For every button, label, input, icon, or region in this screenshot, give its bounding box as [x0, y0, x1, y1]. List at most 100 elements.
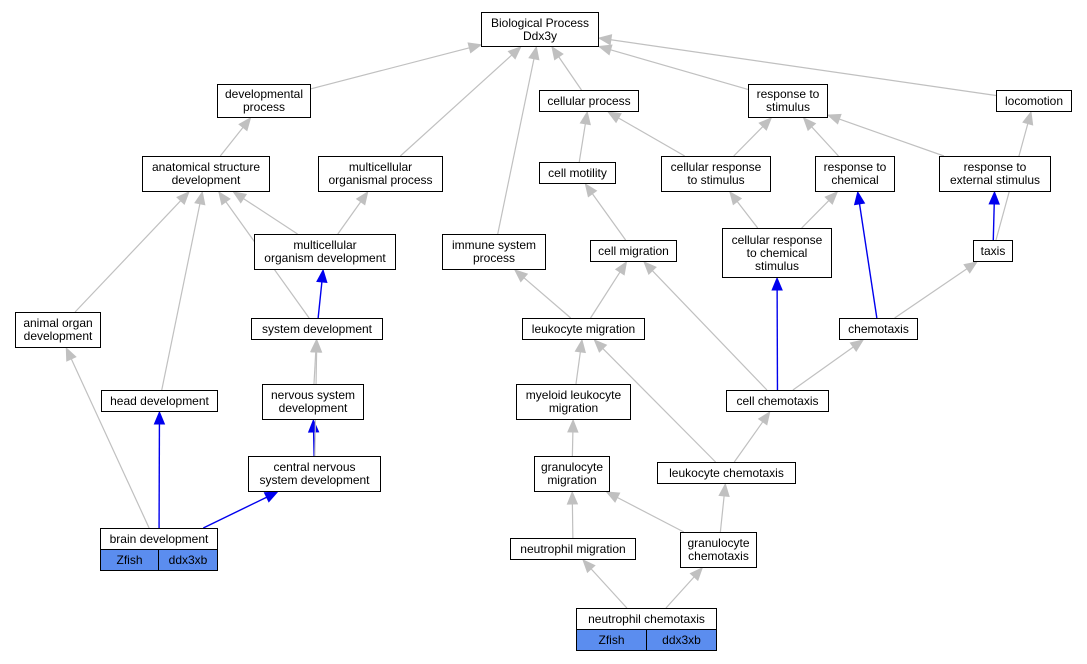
edge-neutrophil-chemotaxis-to-neutrophil-migration [590, 568, 628, 609]
edge-cellular-response-to-chemical-stimulus-to-response-to-chemical [801, 200, 830, 229]
arrowhead [758, 117, 773, 131]
arrowhead [802, 117, 817, 132]
edge-taxis-to-response-to-external-stimulus [992, 203, 995, 241]
arrowhead [238, 116, 252, 132]
arrowhead [988, 190, 1000, 205]
arrowhead [574, 338, 586, 354]
arrowhead [824, 191, 839, 205]
arrowhead [605, 491, 621, 503]
arrowhead [614, 260, 628, 276]
edge-locomotion-to-root [610, 39, 997, 97]
node-granulocyte-migration[interactable]: granulocyte migration [534, 456, 610, 492]
edge-cell-migration-to-cell-motility [591, 193, 627, 241]
edge-cellular-process-to-root [558, 56, 582, 91]
annotation-tag: ddx3xb [158, 549, 218, 571]
node-multicellular-organism-development[interactable]: multicellular organism development [254, 234, 396, 270]
edge-cellular-response-to-chemical-stimulus-to-cellular-response-to-stimulus [736, 201, 759, 229]
arrowhead [579, 110, 591, 126]
arrowhead [771, 276, 783, 291]
edge-head-development-to-anatomical-structure-development [161, 203, 201, 391]
node-neutrophil-chemotaxis[interactable]: neutrophil chemotaxis [576, 608, 717, 630]
node-cell-motility[interactable]: cell motility [539, 162, 616, 184]
edge-response-to-stimulus-to-root [610, 49, 749, 91]
node-response-to-chemical[interactable]: response to chemical [815, 156, 895, 192]
node-cell-migration[interactable]: cell migration [590, 240, 677, 262]
node-anatomical-structure-development[interactable]: anatomical structure development [142, 156, 270, 192]
arrowhead [1022, 110, 1034, 126]
edge-central-nervous-system-development-to-nervous-system-development [312, 431, 315, 457]
edge-nervous-system-development-to-system-development [313, 351, 317, 385]
edge-leukocyte-migration-to-cell-migration [590, 271, 621, 319]
arrowhead [65, 346, 77, 362]
arrowhead [584, 182, 598, 198]
node-leukocyte-chemotaxis[interactable]: leukocyte chemotaxis [657, 462, 796, 484]
arrowhead [232, 191, 248, 204]
arrowhead [597, 34, 613, 46]
arrowhead [355, 190, 369, 206]
arrowhead [153, 410, 166, 425]
node-leukocyte-migration[interactable]: leukocyte migration [522, 318, 645, 340]
edge-immune-system-process-to-root [497, 58, 535, 235]
arrowhead [963, 261, 978, 274]
arrowhead [757, 410, 771, 426]
arrowhead [528, 45, 540, 61]
node-multicellular-organismal-process[interactable]: multicellular organismal process [318, 156, 443, 192]
node-neutrophil-migration[interactable]: neutrophil migration [510, 538, 636, 560]
edge-neutrophil-chemotaxis-to-granulocyte-chemotaxis [665, 576, 695, 609]
node-myeloid-leukocyte-migration[interactable]: myeloid leukocyte migration [516, 384, 631, 420]
node-developmental-process[interactable]: developmental process [217, 84, 311, 118]
arrowhead [853, 190, 866, 206]
node-root[interactable]: Biological Process Ddx3y [481, 12, 599, 47]
node-cellular-response-to-stimulus[interactable]: cellular response to stimulus [661, 156, 771, 192]
node-response-to-external-stimulus[interactable]: response to external stimulus [939, 156, 1051, 192]
arrowhead [567, 418, 579, 433]
node-brain-development[interactable]: brain development [100, 528, 218, 550]
edge-multicellular-organismal-process-to-root [399, 54, 513, 157]
edge-leukocyte-chemotaxis-to-leukocyte-migration [602, 348, 717, 463]
arrowhead [607, 111, 622, 124]
edge-granulocyte-chemotaxis-to-leukocyte-chemotaxis [719, 495, 725, 533]
node-locomotion[interactable]: locomotion [996, 90, 1072, 112]
edge-animal-organ-development-to-anatomical-structure-development [74, 200, 182, 313]
arrowhead [551, 45, 564, 61]
edge-cellular-response-to-stimulus-to-response-to-stimulus [733, 126, 764, 157]
edge-brain-development-to-animal-organ-development [70, 358, 150, 529]
node-animal-organ-development[interactable]: animal organ development [15, 312, 101, 348]
node-taxis[interactable]: taxis [973, 240, 1013, 262]
arrowhead [513, 269, 529, 283]
edge-chemotaxis-to-taxis [894, 268, 968, 319]
edge-cell-chemotaxis-to-cell-migration [651, 270, 768, 391]
arrowhead [316, 268, 328, 284]
arrowhead [263, 491, 279, 503]
node-chemotaxis[interactable]: chemotaxis [839, 318, 918, 340]
arrowhead [218, 190, 231, 206]
arrowhead [467, 42, 483, 54]
node-granulocyte-chemotaxis[interactable]: granulocyte chemotaxis [680, 532, 757, 568]
arrowhead [643, 261, 657, 275]
node-nervous-system-development[interactable]: nervous system development [262, 384, 364, 420]
node-cellular-process[interactable]: cellular process [539, 90, 639, 112]
node-cellular-response-to-chemical-stimulus[interactable]: cellular response to chemical stimulus [722, 228, 832, 278]
arrowhead [566, 490, 579, 505]
arrowhead [718, 482, 730, 498]
arrowhead [310, 338, 323, 353]
edge-response-to-external-stimulus-to-response-to-stimulus [839, 118, 945, 157]
edge-developmental-process-to-root [310, 47, 470, 90]
edge-myeloid-leukocyte-migration-to-leukocyte-migration [575, 351, 581, 385]
edge-cell-motility-to-cellular-process [578, 123, 586, 163]
edge-brain-development-to-central-nervous-system-development [202, 496, 267, 529]
node-response-to-stimulus[interactable]: response to stimulus [748, 84, 828, 118]
arrowhead [849, 339, 865, 352]
edge-system-development-to-multicellular-organism-development [317, 281, 323, 319]
node-head-development[interactable]: head development [101, 390, 218, 412]
arrowhead [176, 191, 190, 206]
edge-leukocyte-chemotaxis-to-cell-chemotaxis [733, 421, 764, 463]
arrowhead [194, 190, 206, 206]
node-immune-system-process[interactable]: immune system process [442, 234, 546, 270]
node-system-development[interactable]: system development [251, 318, 383, 340]
annotation-tag: ddx3xb [646, 629, 717, 651]
node-cell-chemotaxis[interactable]: cell chemotaxis [726, 390, 829, 412]
node-central-nervous-system-development[interactable]: central nervous system development [248, 456, 381, 492]
edge-multicellular-organism-development-to-anatomical-structure-development [243, 198, 298, 235]
